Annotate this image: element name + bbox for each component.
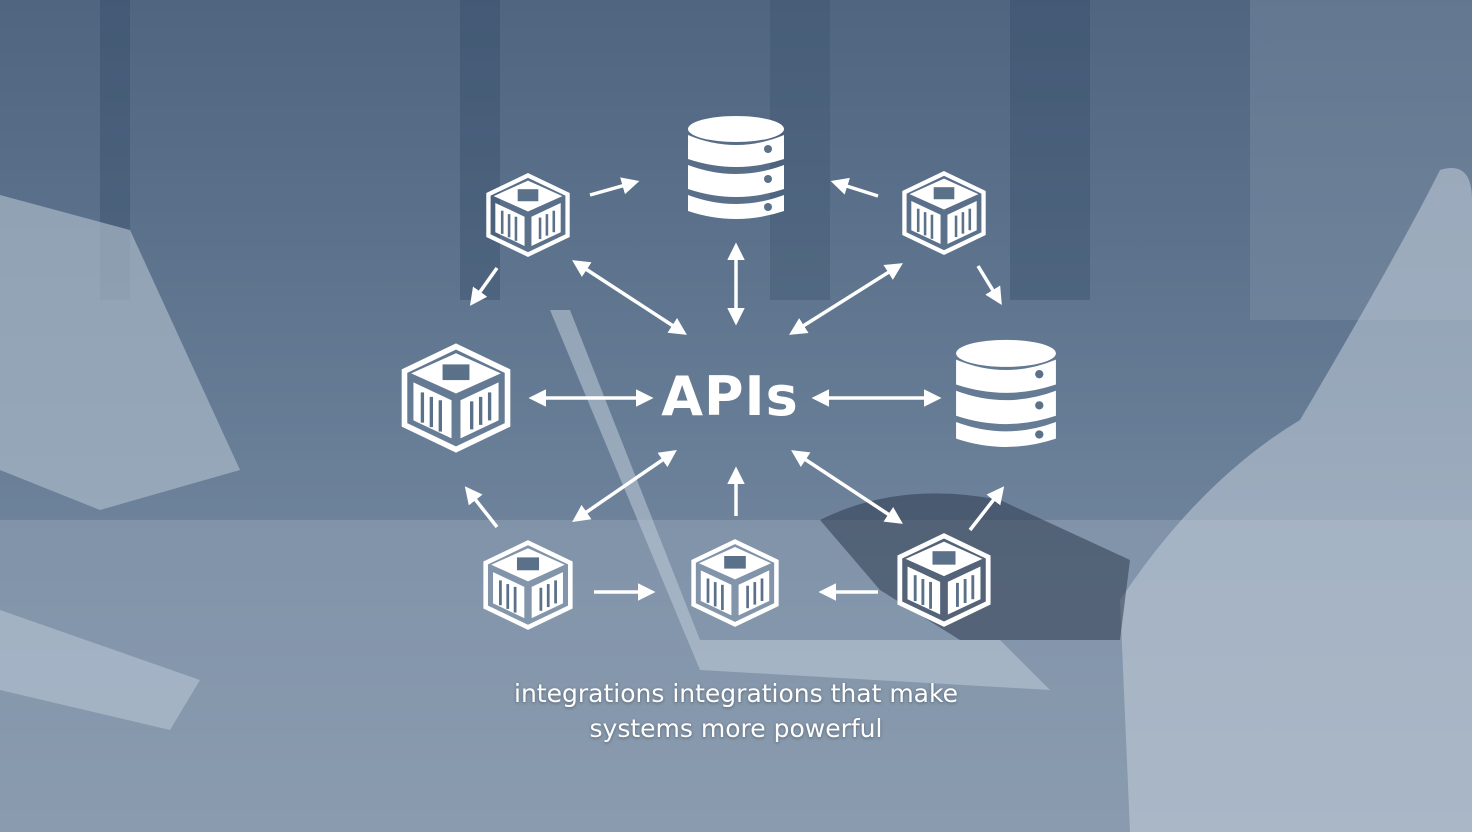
arrow [589, 177, 640, 197]
background-windows [100, 0, 1472, 320]
caption: integrations integrations that make syst… [436, 676, 1036, 746]
arrow [572, 450, 677, 522]
connection-arrows [464, 177, 1005, 601]
arrow [572, 260, 687, 335]
arrow [464, 486, 499, 529]
apis-center-label: APIs [661, 365, 799, 428]
caption-line-1: integrations integrations that make [514, 679, 958, 708]
monitor-left [0, 195, 240, 510]
arrow [830, 177, 879, 198]
laptop [550, 310, 1050, 690]
caption-line-2: systems more powerful [589, 714, 883, 743]
person-right [1120, 168, 1472, 832]
arrow [968, 486, 1005, 532]
arrow [976, 265, 1002, 305]
keyboard-left [0, 610, 200, 730]
person-hands [820, 493, 1130, 640]
arrow [469, 266, 499, 306]
arrow [789, 263, 903, 335]
arrow [791, 450, 903, 524]
